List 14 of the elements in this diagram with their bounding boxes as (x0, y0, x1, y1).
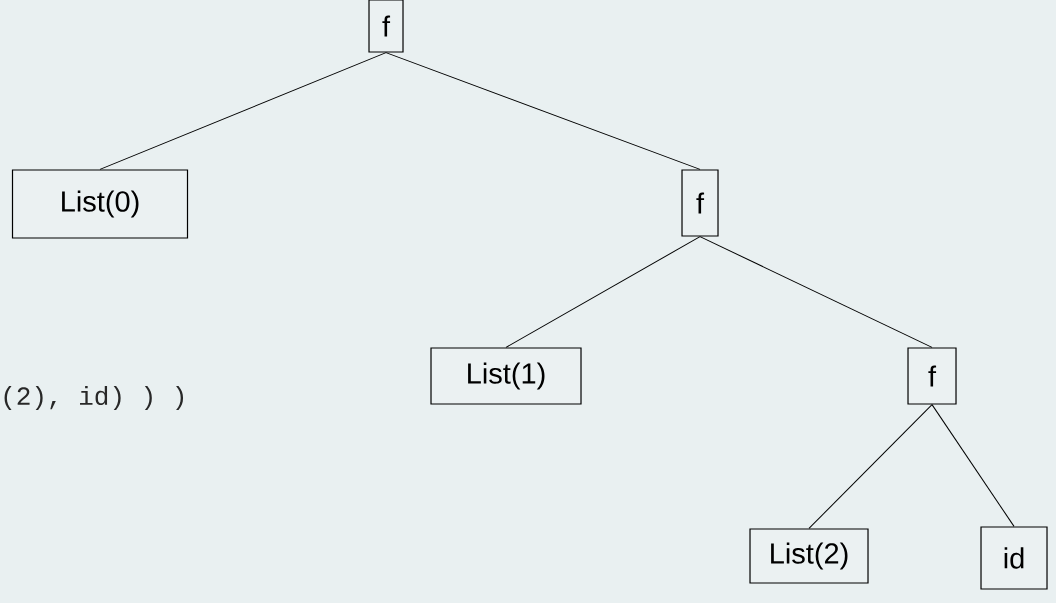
tree-node-box: List(0) (11, 169, 189, 239)
tree-edge (99, 52, 387, 170)
code-text: (2), id) ) ) (4, 385, 184, 411)
tree-edge (931, 404, 1015, 527)
tree-node-box: List(1) (430, 347, 582, 405)
tree-node-box: f (907, 347, 957, 405)
tree-edge (505, 236, 701, 348)
tree-node-box: f (368, 0, 404, 53)
tree-node-box: f (681, 169, 719, 237)
tree-node-box: id (980, 526, 1048, 590)
tree-node-box: List(2) (749, 528, 869, 584)
tree-edge (385, 52, 701, 170)
tree-edge (808, 404, 933, 529)
tree-edge (699, 236, 933, 348)
